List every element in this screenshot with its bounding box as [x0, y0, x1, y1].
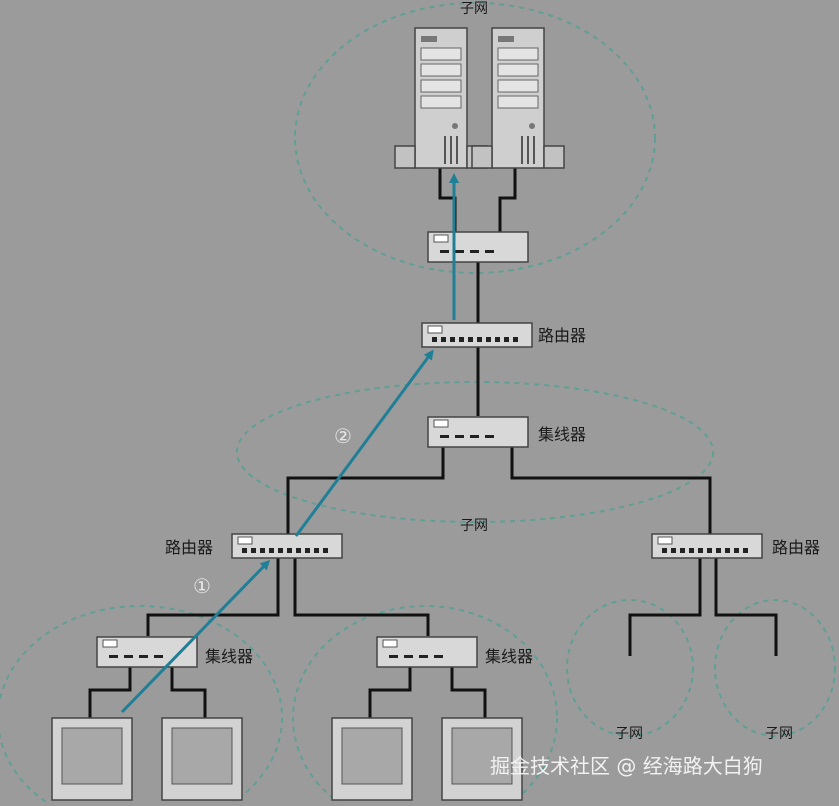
arrow-icon — [120, 559, 271, 714]
subnet-label-right-2: 子网 — [765, 726, 793, 742]
subnet-outline-right-1 — [566, 599, 694, 737]
subnet-outline-right-2 — [714, 599, 836, 737]
monitor-icon — [161, 717, 243, 801]
hub-label-middle: 集线器 — [538, 425, 586, 444]
subnet-label-top: 子网 — [460, 1, 488, 17]
hub-label-bottom-left: 集线器 — [205, 647, 253, 666]
hub-icon — [427, 231, 529, 263]
subnet-label-middle: 子网 — [460, 518, 488, 534]
router-icon — [651, 533, 763, 559]
subnet-label-right-1: 子网 — [615, 726, 643, 742]
hub-icon — [376, 636, 478, 668]
arrow-icon — [294, 349, 434, 537]
subnet-outline-top — [294, 2, 656, 274]
router-icon — [421, 322, 533, 348]
step-2-label: ② — [334, 424, 352, 448]
cables — [88, 168, 778, 718]
router-label-right: 路由器 — [772, 538, 820, 557]
router-icon — [231, 533, 343, 559]
hub-label-bottom-center: 集线器 — [485, 647, 533, 666]
monitor-icon — [51, 717, 133, 801]
subnet-outline-middle — [236, 381, 714, 523]
subnet-outline-bottom-center — [292, 605, 558, 806]
server-icon — [471, 27, 565, 169]
subnet-outline-bottom-left — [0, 605, 283, 806]
step-1-label: ① — [193, 574, 211, 598]
hub-icon — [427, 416, 529, 448]
router-label-left: 路由器 — [165, 538, 213, 557]
watermark: 掘金技术社区 @ 经海路大白狗 — [490, 754, 763, 778]
monitor-icon — [331, 717, 413, 801]
router-label-top: 路由器 — [538, 326, 586, 345]
